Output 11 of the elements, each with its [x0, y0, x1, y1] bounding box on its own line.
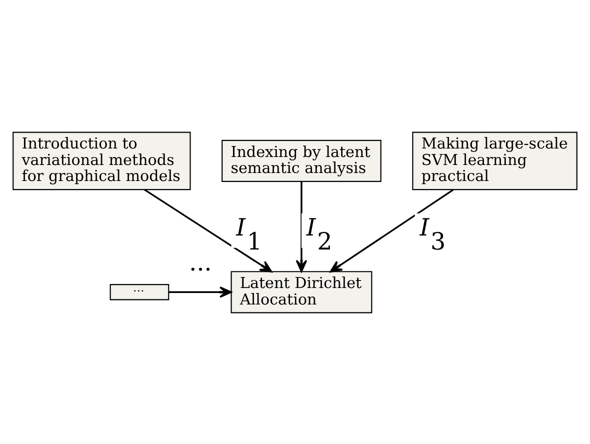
edge-label: ··· — [133, 284, 144, 298]
node-box: Indexing by latent semantic analysis — [222, 139, 382, 182]
arrow — [330, 188, 454, 272]
node-box: Introduction to variational methods for graphical models — [12, 131, 191, 190]
node-box — [110, 284, 170, 300]
node-box: Latent Dirichlet Allocation — [230, 270, 372, 313]
node-label: ··· — [189, 255, 212, 284]
arrow — [168, 286, 232, 298]
node-box: Making large-scale SVM learning practical — [412, 131, 578, 190]
arrow — [144, 188, 272, 272]
arrow — [296, 181, 308, 272]
